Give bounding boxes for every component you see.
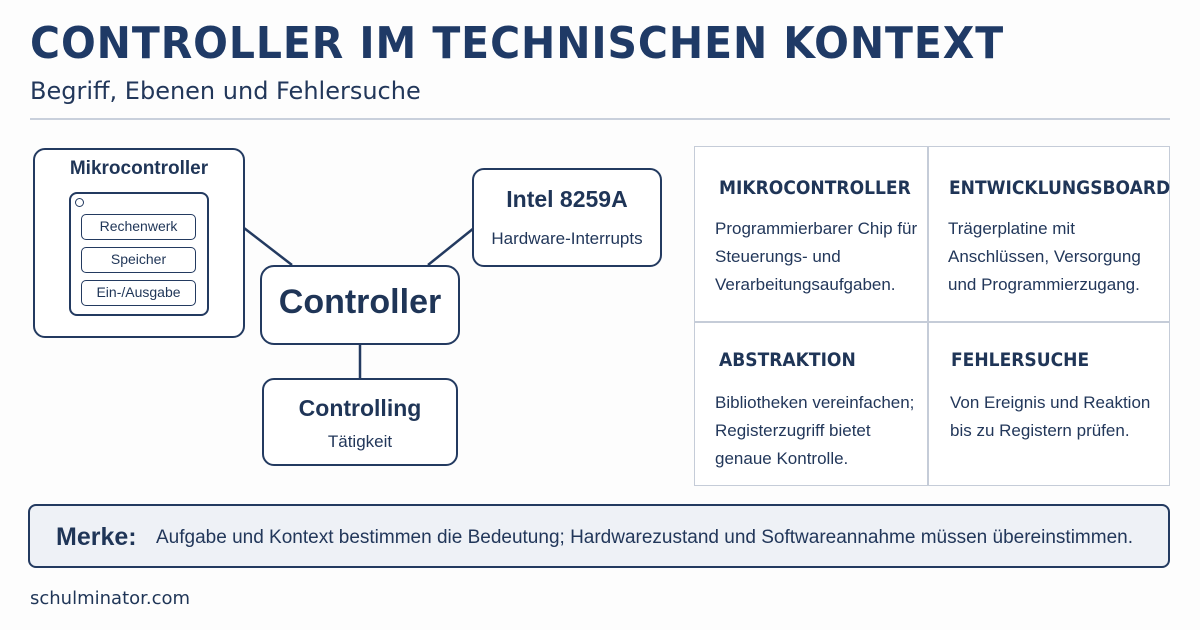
controlling-subtitle: Tätigkeit <box>327 432 393 451</box>
controlling-node: Controlling Tätigkeit <box>262 378 458 466</box>
card-heading-mikrocontroller: MIKROCONTROLLER <box>719 177 911 199</box>
card-heading-fehlersuche: FEHLERSUCHE <box>951 349 1090 371</box>
chip-block-rechenwerk: Rechenwerk <box>81 214 196 240</box>
card-line: Bibliotheken vereinfachen; <box>715 393 915 412</box>
card-text-mikrocontroller: Programmierbarer Chip für Steuerungs- un… <box>715 215 930 299</box>
header-divider <box>30 118 1170 120</box>
card-line: Verarbeitungsaufgaben. <box>715 275 896 294</box>
card-line: genaue Kontrolle. <box>715 449 849 468</box>
info-grid: MIKROCONTROLLER Programmierbarer Chip fü… <box>694 146 1170 486</box>
chip-block-io: Ein-/Ausgabe <box>81 280 196 306</box>
controlling-title: Controlling <box>298 395 422 421</box>
card-line: Steuerungs- und <box>715 247 841 266</box>
connector-intel <box>427 227 475 266</box>
page-title: CONTROLLER IM TECHNISCHEN KONTEXT <box>30 18 1005 69</box>
card-line: und Programmierzugang. <box>948 275 1140 294</box>
mikrocontroller-title: Mikrocontroller <box>69 158 209 179</box>
card-line: Trägerplatine mit <box>948 219 1075 238</box>
chip-icon: Rechenwerk Speicher Ein-/Ausgabe <box>69 192 209 316</box>
card-line: Registerzugriff bietet <box>715 421 871 440</box>
intel-subtitle: Hardware-Interrupts <box>491 229 643 248</box>
mikrocontroller-node: Mikrocontroller Rechenwerk Speicher Ein-… <box>33 148 245 338</box>
footer-site: schulminator.com <box>30 588 191 609</box>
connector-mikrocontroller <box>243 227 293 266</box>
chip-block-speicher: Speicher <box>81 247 196 273</box>
card-text-abstraktion: Bibliotheken vereinfachen; Registerzugri… <box>715 389 930 473</box>
pin1-marker <box>75 198 84 207</box>
card-line: Anschlüssen, Versorgung <box>948 247 1141 266</box>
controller-node: Controller <box>260 265 460 345</box>
note-text: Aufgabe und Kontext bestimmen die Bedeut… <box>156 527 1133 548</box>
card-line: Von Ereignis und Reaktion <box>950 393 1151 412</box>
card-text-fehlersuche: Von Ereignis und Reaktion bis zu Registe… <box>950 389 1165 445</box>
grid-divider-horizontal <box>695 321 1169 323</box>
card-heading-abstraktion: ABSTRAKTION <box>719 349 856 371</box>
page-subtitle: Begriff, Ebenen und Fehlersuche <box>30 77 421 105</box>
card-heading-entwicklungsboard: ENTWICKLUNGSBOARD <box>949 177 1171 199</box>
intel-title: Intel 8259A <box>506 186 628 212</box>
grid-divider-vertical <box>927 147 929 485</box>
card-line: bis zu Registern prüfen. <box>950 421 1130 440</box>
card-line: Programmierbarer Chip für <box>715 219 918 238</box>
intel-node: Intel 8259A Hardware-Interrupts <box>472 168 662 267</box>
note-label: Merke: <box>56 523 137 551</box>
card-text-entwicklungsboard: Trägerplatine mit Anschlüssen, Versorgun… <box>948 215 1163 299</box>
controller-label: Controller <box>278 283 442 321</box>
note-box: Merke: Aufgabe und Kontext bestimmen die… <box>28 504 1170 568</box>
